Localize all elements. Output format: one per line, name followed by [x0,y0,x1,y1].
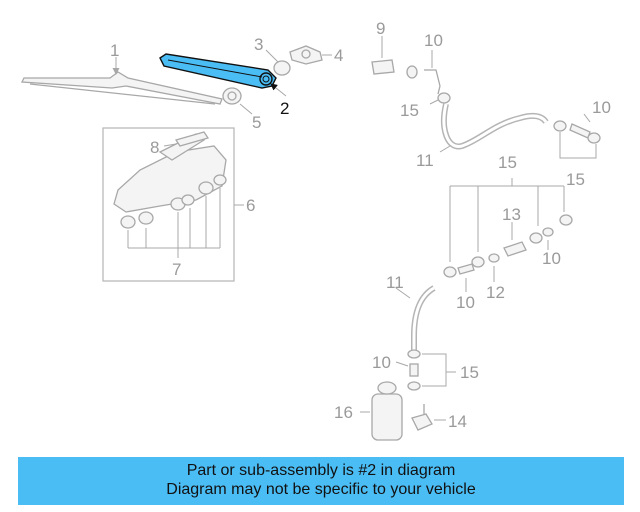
callout-15-mid: 15 [498,153,517,172]
washer-nozzle-9 [371,36,395,75]
callout-10-lower: 10 [372,353,391,372]
callout-15-right: 15 [566,170,585,189]
callout-8: 8 [150,138,159,157]
callout-4: 4 [334,46,343,65]
wiper-arm-part[interactable] [159,53,287,97]
info-banner: Part or sub-assembly is #2 in diagram Di… [18,457,624,505]
callout-15-top: 15 [400,101,419,120]
cap-part [289,45,332,65]
callout-7: 7 [172,260,181,279]
callout-16: 16 [334,403,353,422]
washer-pump-14 [411,404,446,431]
callout-12: 12 [486,283,505,302]
callout-15-lower: 15 [460,363,479,382]
callout-10-center: 10 [456,293,475,312]
clamp-15-lower [395,349,456,391]
grommet-part [222,87,253,115]
washer-reservoir-16 [360,381,403,441]
callout-3: 3 [254,35,263,54]
callout-5: 5 [252,113,261,132]
banner-line-2: Diagram may not be specific to your vehi… [166,481,476,498]
banner-line-1: Part or sub-assembly is #2 in diagram [186,462,456,479]
clamp-15-top [429,92,451,105]
callout-14: 14 [448,412,467,431]
connector-10-top [406,50,441,95]
hose-11-lower [395,285,436,350]
callout-10-right: 10 [592,98,611,117]
callout-6: 6 [246,196,255,215]
nut-part [265,49,291,76]
callout-10-top: 10 [424,31,443,50]
hose-11-top [439,103,549,153]
callout-2: 2 [280,99,289,118]
callout-13: 13 [502,205,521,224]
wiper-blade-part [20,57,223,105]
callout-11-lower: 11 [386,273,404,292]
distributor-group [443,178,573,292]
part-8 [163,131,210,147]
callout-9: 9 [376,19,385,38]
callout-1: 1 [110,41,119,60]
callout-11-top: 11 [416,151,434,170]
wiper-motor-assembly [102,127,244,282]
connector-set-right [553,113,601,159]
callout-10-mid: 10 [542,249,561,268]
